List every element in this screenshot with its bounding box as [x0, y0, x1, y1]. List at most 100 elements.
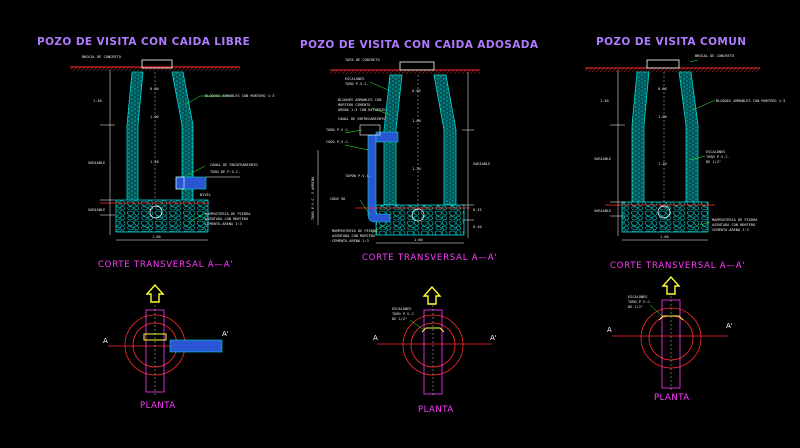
note-top: BROCAL DE CONCRETO	[82, 55, 121, 59]
dim-bottom: 1.60	[152, 235, 161, 239]
dim-vertical-left: TUBO P.V.C. Y ARRIBA	[311, 176, 315, 220]
leader-lines	[689, 59, 716, 226]
plan-note-3: DE 1/2"	[628, 305, 643, 309]
title-caida-adosada: POZO DE VISITA CON CAIDA ADOSADA	[300, 39, 539, 51]
note-right-mid: ESCALONES	[706, 150, 725, 154]
leader-lines	[184, 95, 230, 223]
note-base-1: MAMPOSTERIA DE PIEDRA	[712, 218, 758, 222]
plan-note-2: TUBO P.V.C.	[392, 312, 416, 316]
dim-inner-3: 1.20	[150, 160, 159, 164]
outlet-pipe	[657, 205, 671, 219]
section-caida-adosada: POZO DE VISITA CON CAIDA ADOSADA	[300, 39, 539, 415]
ground-line	[585, 67, 760, 72]
section-label: CORTE TRANSVERSAL A—A'	[98, 260, 233, 270]
base-masonry	[375, 204, 465, 236]
dim-inner-2: 1.00	[658, 115, 667, 119]
dim-bottom: 1.60	[660, 235, 669, 239]
dimension-lines	[610, 70, 708, 241]
axis-left: A	[103, 337, 108, 345]
well-walls	[631, 71, 699, 203]
arrow-north-icon	[145, 283, 165, 303]
base-masonry	[115, 199, 209, 233]
plan-view	[612, 275, 728, 390]
note-left-4: MORTERO CEMENTO	[338, 103, 370, 107]
plan-note-1: ESCALONES	[392, 307, 411, 311]
dim-low: VARIABLE	[594, 209, 611, 213]
note-level: NIVEL	[200, 193, 211, 197]
dim-upper: 1.40	[600, 99, 609, 103]
dim-inner-3: 1.20	[412, 167, 421, 171]
plan-label: PLANTA	[654, 393, 690, 403]
note-base-3: CEMENTO-ARENA 1:3	[712, 228, 749, 232]
dim-inner-1: 0.60	[150, 87, 159, 91]
note-base-2: ASENTADA CON MORTERO	[712, 223, 755, 227]
dim-inner-3: 1.20	[658, 162, 667, 166]
inlet-pipe	[175, 176, 240, 190]
note-right-upper: BLOQUES ARMABLES CON MORTERO 1:3	[716, 99, 785, 103]
note-left-2: TUBO P.V.C.	[345, 82, 369, 86]
plan-note-2: TUBO P.V.C.	[628, 300, 652, 304]
note-left-6: CANAL DE ENTREGAMIENTO	[338, 117, 386, 121]
note-base-3: CEMENTO-ARENA 1:3	[332, 239, 369, 243]
note-base-1: MAMPOSTERIA DE PIEDRA	[332, 229, 378, 233]
axis-left: A	[373, 334, 378, 342]
dim-right-2: 0.15	[473, 208, 482, 212]
dim-inner-2: 1.00	[412, 119, 421, 123]
outlet-pipe	[411, 208, 425, 222]
ground-line	[70, 66, 240, 71]
note-left-1: ESCALONES	[345, 77, 364, 81]
section-label: CORTE TRANSVERSAL A—A'	[362, 253, 497, 263]
note-top: BROCAL DE CONCRETO	[695, 54, 734, 58]
dim-mid: VARIABLE	[594, 157, 611, 161]
dim-right-1: VARIABLE	[473, 162, 490, 166]
axis-right: A'	[490, 334, 497, 342]
note-base-1: MAMPOSTERIA DE PIEDRA	[205, 212, 251, 216]
dimension-lines	[317, 72, 474, 244]
dim-low: VARIABLE	[88, 208, 105, 212]
note-pipe: TUBO DE P.V.C.	[210, 170, 240, 174]
note-right-mid-3: DE 1/2"	[706, 160, 721, 164]
note-right-mid-2: TUBO P.V.C.	[706, 155, 730, 159]
plan-view	[377, 285, 492, 396]
note-left-10: CODO 90	[330, 197, 345, 201]
section-comun: POZO DE VISITA COMUN 1.40 VARIABLE VARIA…	[585, 36, 785, 403]
plan-label: PLANTA	[140, 401, 176, 411]
note-right-mid: CANAL DE ENCOFRAMIENTO	[210, 163, 258, 167]
note-top: TAPA DE CONCRETO	[345, 58, 380, 62]
drop-pipe	[359, 124, 399, 223]
note-base-2: ASENTADA CON MORTERO	[332, 234, 375, 238]
dim-inner-1: 0.60	[412, 89, 421, 93]
plan-label: PLANTA	[418, 405, 454, 415]
note-left-5: ARENA 1:3 CON REFUERZO	[338, 108, 386, 112]
dim-right-3: 0.40	[473, 225, 482, 229]
ground-line	[330, 69, 480, 74]
axis-left: A	[607, 326, 612, 334]
plan-note-1: ESCALONES	[628, 295, 647, 299]
plan-note-3: DE 1/2"	[392, 317, 407, 321]
dim-inner-1: 0.60	[658, 87, 667, 91]
plan-view	[108, 283, 223, 395]
note-base-2: ASENTADA CON MORTERO	[205, 217, 248, 221]
arrow-north-icon	[422, 285, 442, 305]
note-left-9: TAPON P.V.C.	[345, 174, 371, 178]
leader-lines	[344, 81, 391, 234]
section-label: CORTE TRANSVERSAL A—A'	[610, 261, 745, 271]
note-right-upper: BLOQUES ARMABLES CON MORTERO 1:3	[205, 94, 274, 98]
title-comun: POZO DE VISITA COMUN	[596, 36, 746, 48]
brocal	[399, 61, 435, 71]
axis-right: A'	[726, 322, 733, 330]
note-left-3: BLOQUES ARMABLES CON	[338, 98, 381, 102]
dim-mid: VARIABLE	[88, 161, 105, 165]
dim-bottom: 1.60	[414, 238, 423, 242]
section-caida-libre: POZO DE VISITA CON CAIDA LIBRE	[37, 36, 274, 411]
brocal	[141, 59, 173, 69]
note-left-7: TUBO P.V.C.	[326, 128, 350, 132]
brocal	[646, 59, 680, 69]
outlet-pipe	[149, 205, 163, 219]
dimension-lines	[100, 70, 208, 241]
arrow-north-icon	[661, 275, 681, 295]
dim-inner-2: 1.00	[150, 115, 159, 119]
title-caida-libre: POZO DE VISITA CON CAIDA LIBRE	[37, 36, 250, 48]
note-base-3: CEMENTO-ARENA 1:3	[205, 222, 242, 226]
